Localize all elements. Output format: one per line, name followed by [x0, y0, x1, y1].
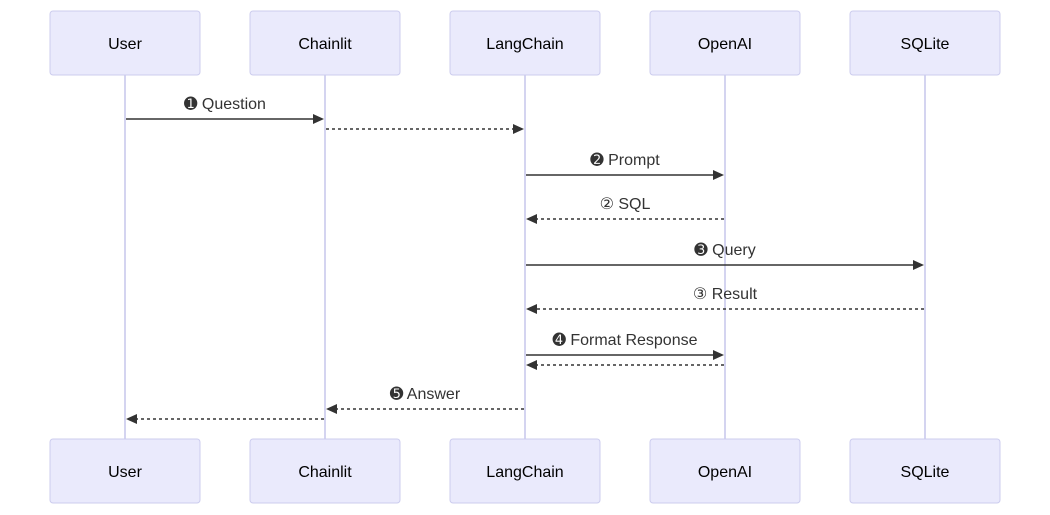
actor-box: [49, 438, 201, 504]
actor-label: LangChain: [486, 36, 563, 53]
arrowhead-icon: [713, 170, 724, 180]
message-arrow: [126, 414, 324, 424]
actor-bottom-sqlite: SQLite: [849, 438, 1001, 504]
actor-box: [449, 10, 601, 76]
actor-top-langchain: LangChain: [449, 10, 601, 76]
actor-label: SQLite: [901, 36, 950, 53]
actor-box: [49, 10, 201, 76]
message-arrow: ➋ Prompt: [526, 152, 724, 180]
actor-label: SQLite: [901, 464, 950, 481]
arrowhead-icon: [526, 304, 537, 314]
message-label: ➌ Query: [694, 242, 755, 259]
actor-label: User: [108, 36, 142, 53]
actor-box: [249, 438, 401, 504]
message-label: ➋ Prompt: [590, 152, 660, 169]
message-arrow: ➎ Answer: [326, 386, 524, 414]
message-label: ➍ Format Response: [552, 332, 697, 349]
message-arrow: ③ Result: [526, 286, 924, 314]
arrowhead-icon: [913, 260, 924, 270]
message-arrow: ➍ Format Response: [526, 332, 724, 360]
actor-box: [449, 438, 601, 504]
arrowhead-icon: [526, 214, 537, 224]
message-label: ② SQL: [600, 196, 651, 213]
message-label: ➊ Question: [184, 96, 266, 113]
arrowhead-icon: [313, 114, 324, 124]
actor-bottom-chainlit: Chainlit: [249, 438, 401, 504]
actor-top-openai: OpenAI: [649, 10, 801, 76]
actor-label: Chainlit: [298, 36, 352, 53]
message-arrow: ➊ Question: [126, 96, 324, 124]
message-arrow: [326, 124, 524, 134]
actor-label: User: [108, 464, 142, 481]
actor-top-user: User: [49, 10, 201, 76]
arrowhead-icon: [713, 350, 724, 360]
actor-box: [649, 438, 801, 504]
message-label: ➎ Answer: [390, 386, 461, 403]
actor-box: [249, 10, 401, 76]
actors-top: User Chainlit LangChain OpenAI SQLite: [49, 10, 1001, 76]
actor-top-sqlite: SQLite: [849, 10, 1001, 76]
actor-label: LangChain: [486, 464, 563, 481]
actor-bottom-user: User: [49, 438, 201, 504]
message-arrow: ➌ Query: [526, 242, 924, 270]
messages: ➊ Question ➋ Prompt ② SQL ➌ Query ③ Result ➍ …: [126, 96, 924, 424]
actor-label: Chainlit: [298, 464, 352, 481]
actors-bottom: User Chainlit LangChain OpenAI SQLite: [49, 438, 1001, 504]
actor-box: [649, 10, 801, 76]
arrowhead-icon: [526, 360, 537, 370]
message-arrow: ② SQL: [526, 196, 724, 224]
arrowhead-icon: [513, 124, 524, 134]
actor-label: OpenAI: [698, 464, 752, 481]
arrowhead-icon: [126, 414, 137, 424]
actor-box: [849, 10, 1001, 76]
actor-top-chainlit: Chainlit: [249, 10, 401, 76]
lifelines: [124, 75, 926, 439]
message-label: ③ Result: [693, 286, 758, 303]
arrowhead-icon: [326, 404, 337, 414]
actor-bottom-openai: OpenAI: [649, 438, 801, 504]
message-arrow: [526, 360, 724, 370]
actor-box: [849, 438, 1001, 504]
actor-label: OpenAI: [698, 36, 752, 53]
actor-bottom-langchain: LangChain: [449, 438, 601, 504]
